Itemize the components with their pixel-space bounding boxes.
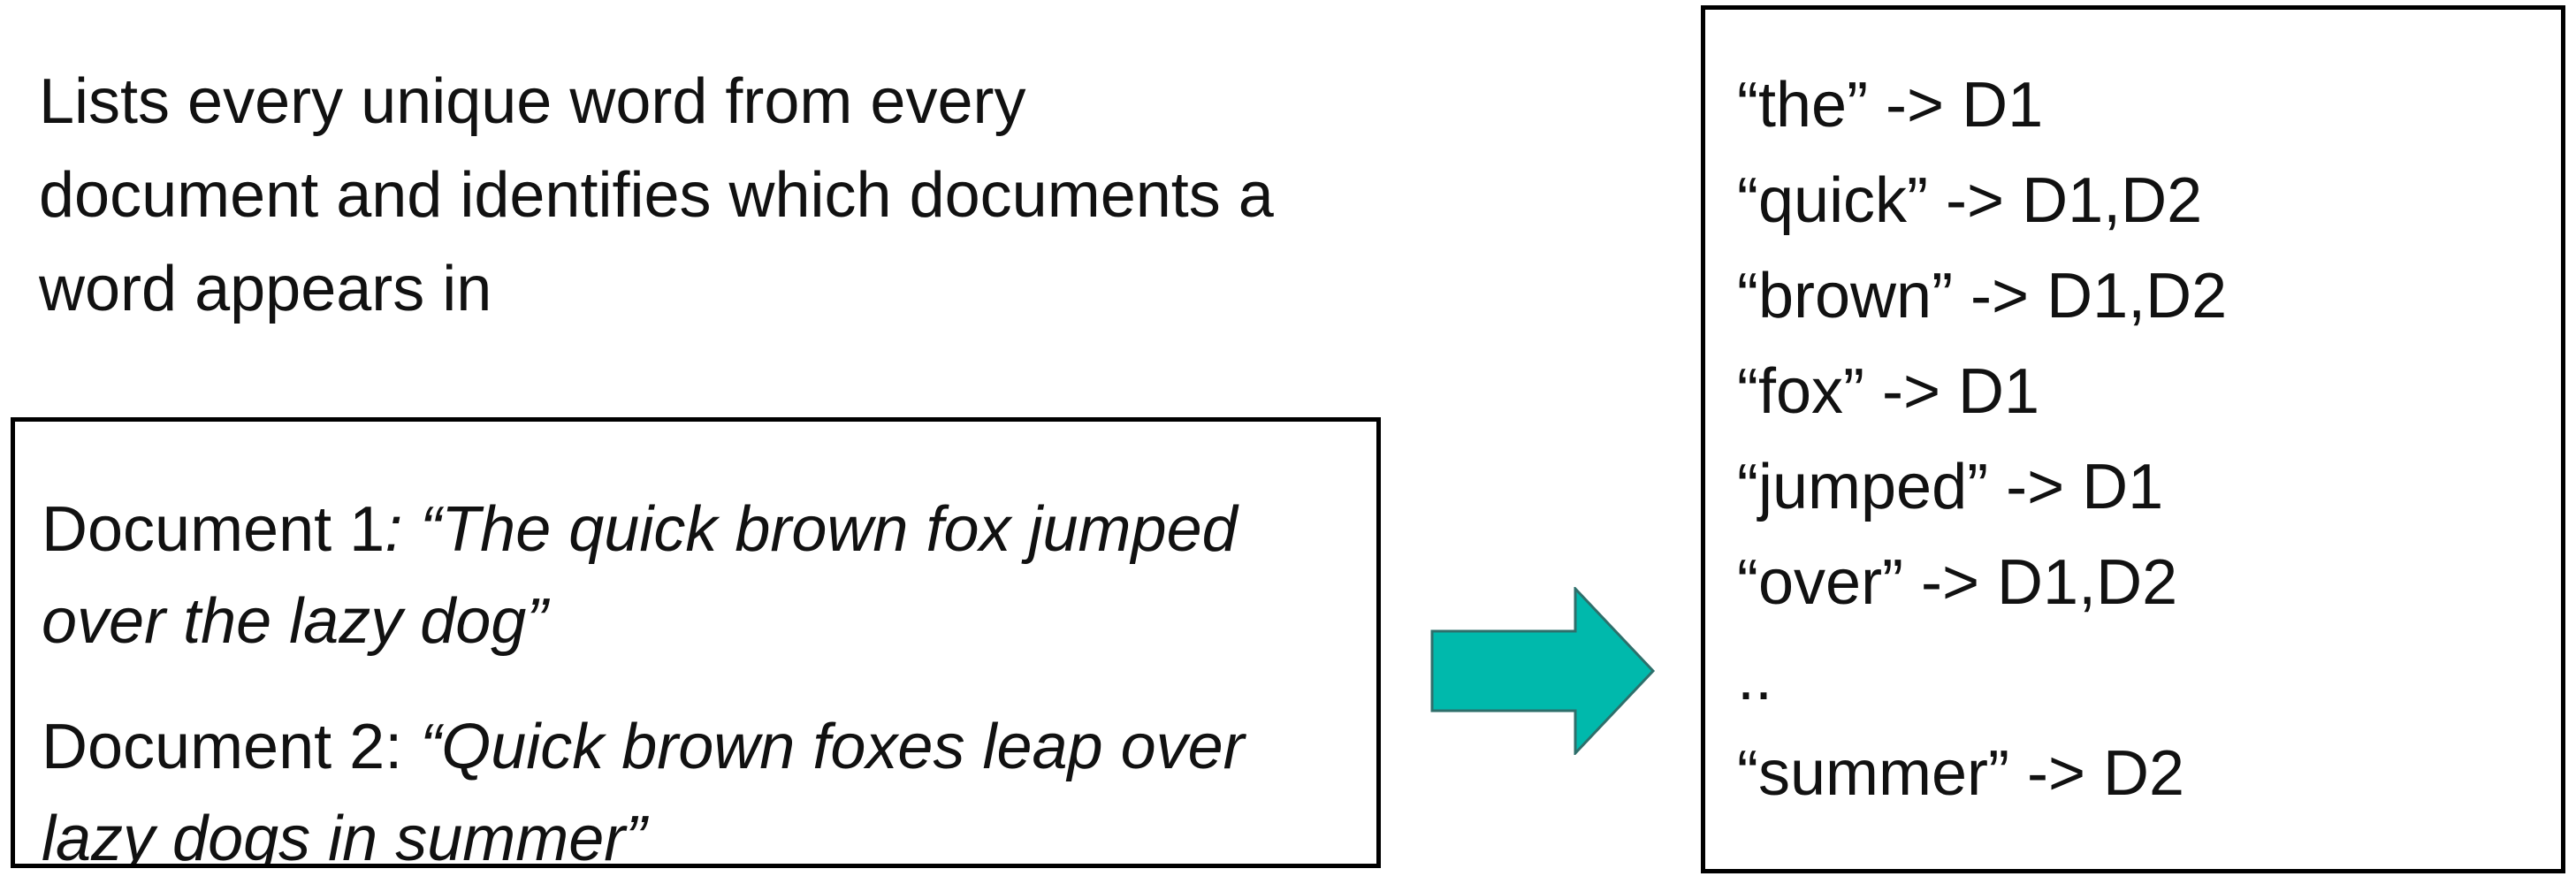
description-line: word appears in	[39, 254, 492, 324]
index-entry: “fox” -> D1	[1737, 356, 2040, 427]
inverted-index-box: “the” -> D1 “quick” -> D1,D2 “brown” -> …	[1701, 5, 2565, 873]
document-2-label: Document 2	[42, 712, 385, 782]
right-arrow-shape	[1430, 585, 1656, 757]
document-1: Document 1: “The quick brown fox jumped …	[42, 484, 1368, 667]
description-line: document and identifies which documents …	[39, 160, 1274, 231]
document-2-quote-start: “Quick brown foxes leap over	[420, 712, 1245, 782]
document-1-line-1: Document 1: “The quick brown fox jumped	[42, 484, 1368, 575]
document-2-line-1: Document 2: “Quick brown foxes leap over	[42, 701, 1368, 793]
index-entry: “the” -> D1	[1737, 70, 2044, 141]
document-1-quote-start: “The quick brown fox jumped	[420, 494, 1238, 565]
description-line: Lists every unique word from every	[39, 66, 1026, 137]
document-2-separator: :	[385, 712, 421, 782]
document-2: Document 2: “Quick brown foxes leap over…	[42, 701, 1368, 868]
document-1-quote-end: over the lazy dog”	[42, 586, 548, 657]
index-entry: “summer” -> D2	[1737, 738, 2185, 809]
index-entry-ellipsis: ..	[1737, 643, 1773, 713]
document-1-label: Document 1	[42, 494, 385, 565]
right-arrow-icon	[1430, 585, 1657, 759]
index-entry: “brown” -> D1,D2	[1737, 261, 2228, 332]
documents-box: Document 1: “The quick brown fox jumped …	[11, 417, 1381, 868]
index-entry: “quick” -> D1,D2	[1737, 165, 2203, 236]
description-text: Lists every unique word from every docum…	[39, 55, 1400, 336]
index-entry: “over” -> D1,D2	[1737, 547, 2178, 618]
index-entry: “jumped” -> D1	[1737, 452, 2164, 522]
document-2-quote-end: lazy dogs in summer”	[42, 804, 647, 868]
document-1-separator: :	[385, 494, 421, 565]
